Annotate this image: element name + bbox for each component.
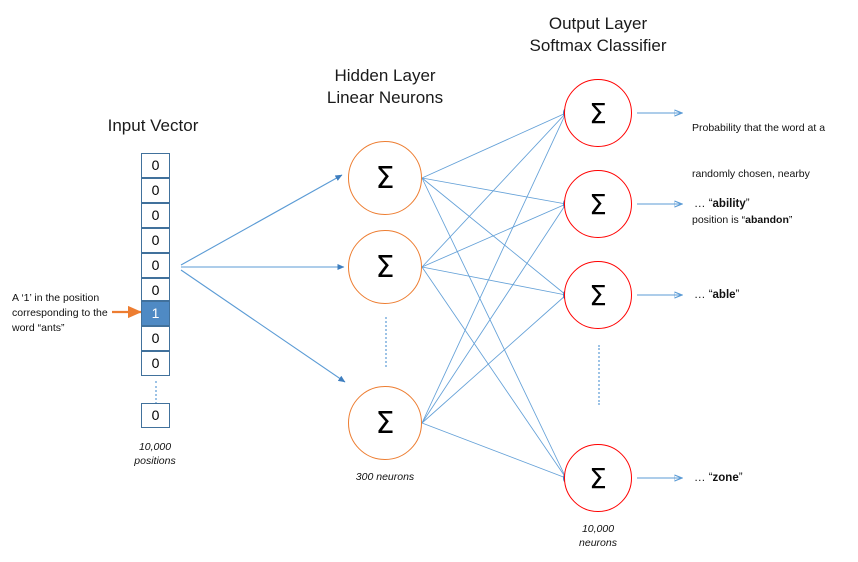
output-neuron-4[interactable]: Σ (564, 444, 632, 512)
hidden-layer-neuron-count: 300 neurons (355, 471, 415, 483)
hidden-neuron-2[interactable]: Σ (348, 230, 422, 304)
output-label-probability-line2: randomly chosen, nearby (692, 168, 810, 181)
output-layer-title-line1: Output Layer (548, 14, 648, 33)
input-vector-ellipsis (155, 381, 157, 404)
input-vector-caption-line2: positions (134, 455, 176, 467)
output-label-probability-prefix: position is “ (692, 213, 746, 226)
input-annotation-line3: word “ants” (12, 322, 65, 334)
output-label-probability: Probability that the word at a randomly … (692, 91, 852, 258)
hidden-layer-ellipsis (385, 317, 387, 367)
input-cell-tail[interactable]: 0 (141, 403, 170, 428)
hidden-neuron-1[interactable]: Σ (348, 141, 422, 215)
input-annotation-line1: A ‘1’ in the position (12, 292, 100, 304)
output-label-zone-word: zone (712, 472, 739, 484)
output-label-ability-word: ability (712, 198, 746, 210)
output-label-zone: … “zone” (694, 471, 743, 485)
output-layer-ellipsis (598, 345, 600, 405)
input-cell[interactable]: 0 (141, 203, 170, 228)
output-layer-neuron-count-line1: 10,000 (581, 523, 615, 535)
output-neuron-2[interactable]: Σ (564, 170, 632, 238)
output-label-ability-prefix: … “ (694, 198, 713, 210)
output-neuron-1[interactable]: Σ (564, 79, 632, 147)
output-label-ability-suffix: ” (745, 198, 750, 210)
output-label-zone-prefix: … “ (694, 472, 713, 484)
output-label-able: … “able” (694, 288, 739, 302)
input-cell[interactable]: 0 (141, 326, 170, 351)
output-label-probability-suffix: ” (788, 213, 793, 226)
output-label-zone-suffix: ” (738, 472, 743, 484)
output-label-able-prefix: … “ (694, 289, 713, 301)
input-vector-title: Input Vector (107, 116, 199, 135)
output-label-ability: … “ability” (694, 197, 750, 211)
input-cell[interactable]: 0 (141, 228, 170, 253)
hidden-neuron-3[interactable]: Σ (348, 386, 422, 460)
output-label-probability-word: abandon (745, 213, 789, 226)
input-cell-active[interactable]: 1 (141, 301, 170, 326)
output-label-able-suffix: ” (735, 289, 740, 301)
output-neuron-3[interactable]: Σ (564, 261, 632, 329)
input-annotation-line2: corresponding to the (12, 307, 108, 319)
input-cell[interactable]: 0 (141, 351, 170, 376)
hidden-layer-title-line2: Linear Neurons (326, 88, 444, 107)
input-cell[interactable]: 0 (141, 253, 170, 278)
input-cell[interactable]: 0 (141, 178, 170, 203)
output-layer-title-line2: Softmax Classifier (529, 36, 667, 55)
output-label-able-word: able (712, 289, 736, 301)
output-label-probability-line1: Probability that the word at a (692, 122, 826, 135)
output-label-probability-line3: position is “abandon” (692, 213, 852, 228)
input-vector-caption-line1: 10,000 (138, 441, 172, 453)
input-cell[interactable]: 0 (141, 153, 170, 178)
hidden-layer-title-line1: Hidden Layer (334, 66, 436, 85)
output-layer-neuron-count-line2: neurons (579, 537, 617, 549)
